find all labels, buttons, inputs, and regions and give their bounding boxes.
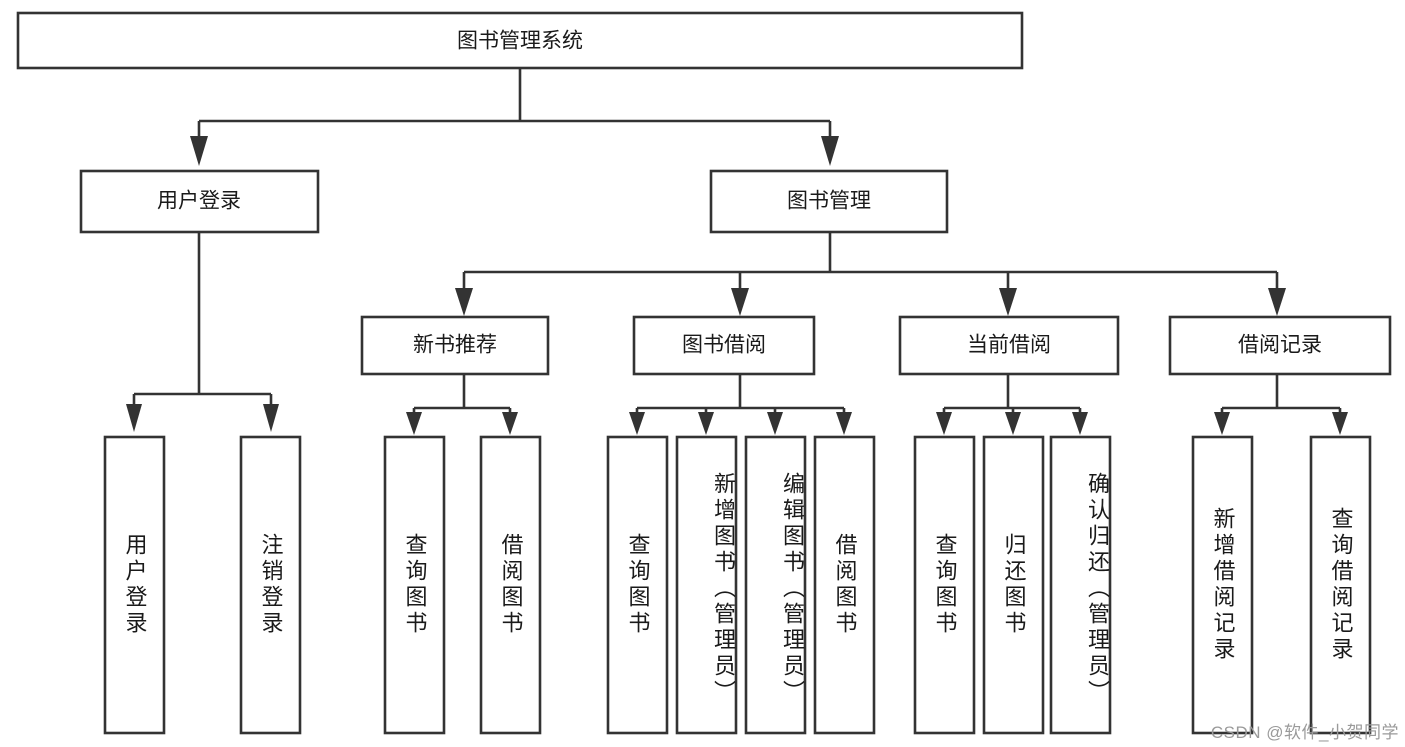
leaf-boxes-book-borrow [606,435,876,735]
leaf-box-current-borrow-1[interactable] [982,435,1045,735]
csdn-watermark: CSDN @软件_小贺同学 [1210,723,1399,742]
node-root[interactable]: 图书管理系统 [16,11,1024,70]
node-book-borrow[interactable]: 图书借阅 [632,315,816,376]
arrow-current-borrow-leaf-0 [936,412,952,435]
arrow-book-borrow-leaf-1 [698,412,714,435]
arrow-root-to-user-login [190,136,208,166]
node-current-borrow-box[interactable] [898,315,1120,376]
arrow-new-book-leaf-1 [502,412,518,435]
arrow-book-borrow-leaf-0 [629,412,645,435]
edge-group-current-borrow-to-leaves [936,374,1088,435]
edge-group-book-manage-to-level3 [455,232,1286,316]
arrow-book-borrow-leaf-3 [836,412,852,435]
node-borrow-record-label: 借阅记录 [1238,334,1322,357]
arrow-borrow-record-leaf-1 [1332,412,1348,435]
leaf-box-borrow-record-0[interactable] [1191,435,1254,735]
arrow-current-borrow-leaf-1 [1005,412,1021,435]
node-book-manage-box[interactable] [709,169,949,234]
edge-group-book-borrow-to-leaves [629,374,852,435]
node-new-book-recommend[interactable]: 新书推荐 [360,315,550,376]
leaf-box-borrow-record-1[interactable] [1309,435,1372,735]
leaf-box-book-borrow-2[interactable] [744,435,807,735]
edge-group-new-book-to-leaves [406,374,518,435]
node-user-login-box[interactable] [79,169,320,234]
node-book-manage[interactable]: 图书管理 [709,169,949,234]
leaf-boxes-user-login [103,435,302,735]
leaf-box-current-borrow-2[interactable] [1049,435,1112,735]
leaf-box-user-login-0[interactable] [103,435,166,735]
arrow-book-manage-to-current-borrow [999,288,1017,316]
leaf-box-book-borrow-0[interactable] [606,435,669,735]
leaf-box-new-book-0[interactable] [383,435,446,735]
edge-group-borrow-record-to-leaves [1214,374,1348,435]
node-book-borrow-box[interactable] [632,315,816,376]
node-current-borrow[interactable]: 当前借阅 [898,315,1120,376]
node-new-book-recommend-box[interactable] [360,315,550,376]
node-new-book-recommend-label: 新书推荐 [413,334,497,357]
node-current-borrow-label: 当前借阅 [967,334,1051,357]
leaf-box-user-login-1[interactable] [239,435,302,735]
arrow-book-borrow-leaf-2 [767,412,783,435]
leaf-box-book-borrow-3[interactable] [813,435,876,735]
node-user-login[interactable]: 用户登录 [79,169,320,234]
leaf-box-current-borrow-0[interactable] [913,435,976,735]
node-user-login-label: 用户登录 [157,190,241,213]
arrow-book-manage-to-new-book [455,288,473,316]
arrow-user-login-leaf-1 [263,404,279,432]
node-root-box[interactable] [16,11,1024,70]
leaf-box-new-book-1[interactable] [479,435,542,735]
node-book-manage-label: 图书管理 [787,190,871,213]
leaf-boxes-current-borrow [913,435,1112,735]
node-root-label: 图书管理系统 [457,30,583,53]
arrow-user-login-leaf-0 [126,404,142,432]
arrow-book-manage-to-borrow-record [1268,288,1286,316]
node-borrow-record-box[interactable] [1168,315,1392,376]
leaf-boxes-borrow-record [1191,435,1372,735]
edge-group-user-login-to-leaves [126,232,279,432]
leaf-box-book-borrow-1[interactable] [675,435,738,735]
edge-group-root-to-level2 [190,68,839,166]
leaf-boxes-new-book-recommend [383,435,542,735]
node-book-borrow-label: 图书借阅 [682,334,766,357]
arrow-current-borrow-leaf-2 [1072,412,1088,435]
arrow-book-manage-to-book-borrow [731,288,749,316]
arrow-root-to-book-manage [821,136,839,166]
arrow-borrow-record-leaf-0 [1214,412,1230,435]
node-borrow-record[interactable]: 借阅记录 [1168,315,1392,376]
arrow-new-book-leaf-0 [406,412,422,435]
